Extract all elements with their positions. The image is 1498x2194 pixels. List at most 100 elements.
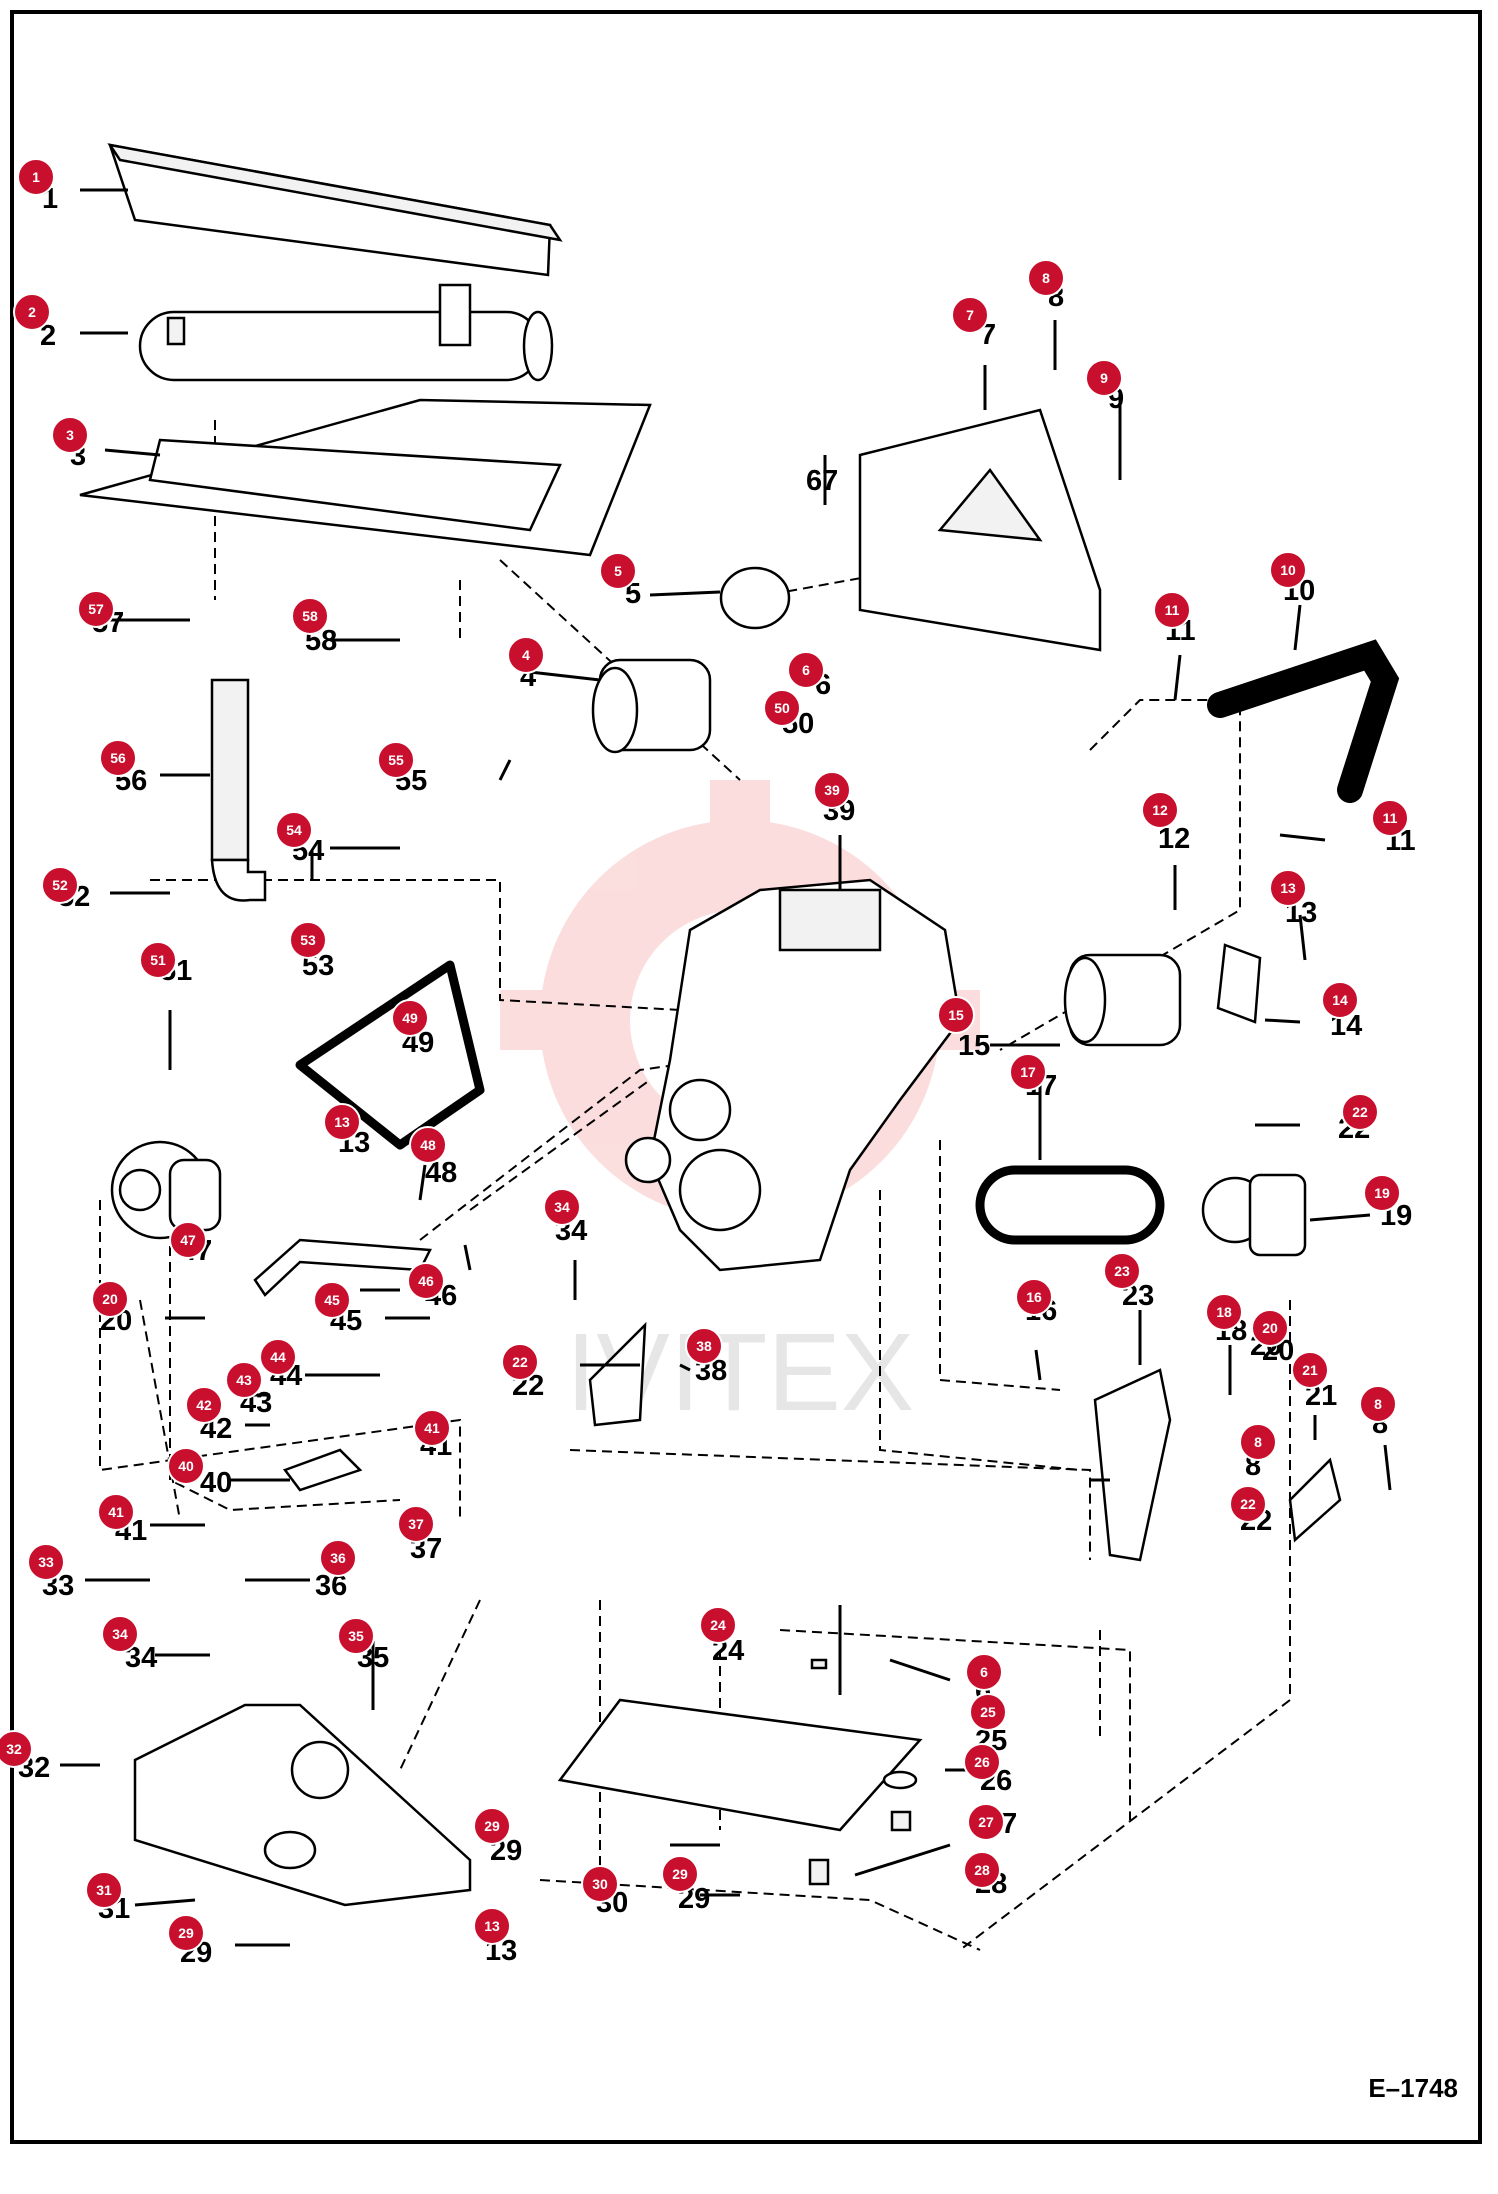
svg-text:41: 41 xyxy=(108,1504,124,1520)
svg-text:17: 17 xyxy=(1020,1064,1036,1080)
hotspot-19[interactable]: 19 xyxy=(1363,1174,1401,1212)
hotspot-42[interactable]: 42 xyxy=(185,1386,223,1424)
hotspot-49[interactable]: 49 xyxy=(391,999,429,1037)
hotspot-39[interactable]: 39 xyxy=(813,771,851,809)
part-alternator-bracket xyxy=(253,1238,432,1492)
hotspot-33[interactable]: 33 xyxy=(27,1543,65,1581)
hotspot-24[interactable]: 24 xyxy=(699,1606,737,1644)
hotspot-6b[interactable]: 6 xyxy=(965,1653,1003,1691)
svg-text:58: 58 xyxy=(302,608,318,624)
hotspot-22a[interactable]: 22 xyxy=(1341,1093,1379,1131)
part-muffler xyxy=(138,283,554,382)
hotspot-21[interactable]: 21 xyxy=(1291,1351,1329,1389)
hotspot-47[interactable]: 47 xyxy=(169,1221,207,1259)
svg-text:21: 21 xyxy=(1302,1362,1318,1378)
hotspot-29c[interactable]: 29 xyxy=(167,1914,205,1952)
hotspot-44[interactable]: 44 xyxy=(259,1338,297,1376)
svg-text:8: 8 xyxy=(1254,1434,1262,1450)
hotspot-20a[interactable]: 20 xyxy=(1251,1309,1289,1347)
hotspot-41a[interactable]: 41 xyxy=(97,1493,135,1531)
hotspot-34a[interactable]: 34 xyxy=(101,1615,139,1653)
hotspot-37[interactable]: 37 xyxy=(397,1505,435,1543)
svg-text:6: 6 xyxy=(980,1664,988,1680)
hotspot-7[interactable]: 7 xyxy=(951,296,989,334)
hotspot-31[interactable]: 31 xyxy=(85,1871,123,1909)
hotspot-29a[interactable]: 29 xyxy=(473,1807,511,1845)
drawing-id-label: E–1748 xyxy=(1368,2073,1458,2103)
svg-text:15: 15 xyxy=(948,1007,964,1023)
svg-text:43: 43 xyxy=(236,1372,252,1388)
hotspot-38[interactable]: 38 xyxy=(685,1327,723,1365)
part-engine xyxy=(624,878,962,1272)
svg-text:29: 29 xyxy=(178,1925,194,1941)
hotspot-3[interactable]: 3 xyxy=(51,416,89,454)
svg-text:27: 27 xyxy=(978,1814,994,1830)
hotspot-30[interactable]: 30 xyxy=(581,1865,619,1903)
hotspot-18[interactable]: 18 xyxy=(1205,1293,1243,1331)
part-radiator-hose xyxy=(1207,639,1400,803)
hotspot-22b[interactable]: 22 xyxy=(501,1343,539,1381)
hotspot-43[interactable]: 43 xyxy=(225,1361,263,1399)
hotspot-10[interactable]: 10 xyxy=(1269,551,1307,589)
hotspot-48[interactable]: 48 xyxy=(409,1126,447,1164)
hotspot-15[interactable]: 15 xyxy=(937,996,975,1034)
svg-text:47: 47 xyxy=(180,1232,196,1248)
hotspot-58[interactable]: 58 xyxy=(291,597,329,635)
hotspot-46[interactable]: 46 xyxy=(407,1262,445,1300)
hotspot-13b[interactable]: 13 xyxy=(473,1907,511,1945)
hotspot-41b[interactable]: 41 xyxy=(413,1409,451,1447)
hotspot-14[interactable]: 14 xyxy=(1321,981,1359,1019)
hotspot-51[interactable]: 51 xyxy=(139,941,177,979)
hotspot-26[interactable]: 26 xyxy=(963,1743,1001,1781)
svg-text:57: 57 xyxy=(88,601,104,617)
hotspot-56[interactable]: 56 xyxy=(99,739,137,777)
hotspot-35[interactable]: 35 xyxy=(337,1617,375,1655)
hotspot-1[interactable]: 1 xyxy=(17,158,55,196)
hotspot-55[interactable]: 55 xyxy=(377,741,415,779)
hotspot-callouts[interactable]: 1 2 3 4 5 6 7 8 9 10 11 11 12 13 14 15 1… xyxy=(0,158,1409,1952)
svg-text:30: 30 xyxy=(592,1876,608,1892)
hotspot-23[interactable]: 23 xyxy=(1103,1252,1141,1290)
hotspot-11b[interactable]: 11 xyxy=(1371,799,1409,837)
hotspot-53[interactable]: 53 xyxy=(289,921,327,959)
hotspot-2[interactable]: 2 xyxy=(13,293,51,331)
part-belt-small xyxy=(975,1165,1165,1245)
hotspot-57[interactable]: 57 xyxy=(77,590,115,628)
svg-text:22: 22 xyxy=(1240,1496,1256,1512)
svg-text:2: 2 xyxy=(28,304,36,320)
hotspot-40[interactable]: 40 xyxy=(167,1447,205,1485)
svg-text:48: 48 xyxy=(420,1137,436,1153)
hotspot-45[interactable]: 45 xyxy=(313,1281,351,1319)
hotspot-20b[interactable]: 20 xyxy=(91,1280,129,1318)
hotspot-50[interactable]: 50 xyxy=(763,689,801,727)
hotspot-11a[interactable]: 11 xyxy=(1153,591,1191,629)
hotspot-13c[interactable]: 13 xyxy=(323,1103,361,1141)
hotspot-32[interactable]: 32 xyxy=(0,1730,33,1768)
hotspot-12[interactable]: 12 xyxy=(1141,791,1179,829)
hotspot-8b[interactable]: 8 xyxy=(1359,1385,1397,1423)
hotspot-27[interactable]: 27 xyxy=(967,1803,1005,1841)
hotspot-54[interactable]: 54 xyxy=(275,811,313,849)
hotspot-16[interactable]: 16 xyxy=(1015,1278,1053,1316)
hotspot-17[interactable]: 17 xyxy=(1009,1053,1047,1091)
svg-text:32: 32 xyxy=(6,1741,22,1757)
hotspot-8c[interactable]: 8 xyxy=(1239,1423,1277,1461)
svg-text:34: 34 xyxy=(554,1199,570,1215)
hotspot-36[interactable]: 36 xyxy=(319,1539,357,1577)
hotspot-25[interactable]: 25 xyxy=(969,1693,1007,1731)
part-left-mount-bracket xyxy=(588,1321,1342,1562)
part-engine-base-plate xyxy=(557,1698,923,1832)
hotspot-52[interactable]: 52 xyxy=(41,866,79,904)
hotspot-22c[interactable]: 22 xyxy=(1229,1485,1267,1523)
hotspot-8[interactable]: 8 xyxy=(1027,259,1065,297)
hotspot-9[interactable]: 9 xyxy=(1085,359,1123,397)
num-40: 40 xyxy=(200,1467,232,1499)
svg-text:49: 49 xyxy=(402,1010,418,1026)
hotspot-6[interactable]: 6 xyxy=(787,651,825,689)
hotspot-29b[interactable]: 29 xyxy=(661,1855,699,1893)
hotspot-13a[interactable]: 13 xyxy=(1269,869,1307,907)
hotspot-5[interactable]: 5 xyxy=(599,552,637,590)
hotspot-34b[interactable]: 34 xyxy=(543,1188,581,1226)
hotspot-28[interactable]: 28 xyxy=(963,1851,1001,1889)
hotspot-4[interactable]: 4 xyxy=(507,636,545,674)
